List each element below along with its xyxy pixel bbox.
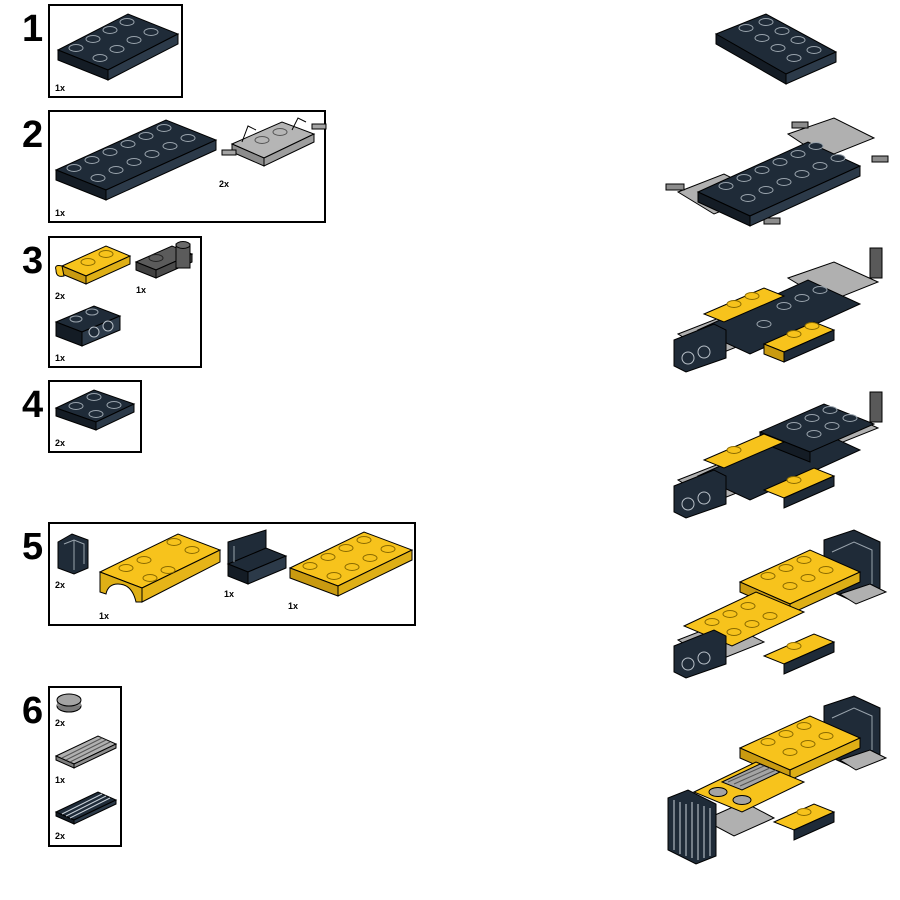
plate-1x2-pin-icon [134,241,194,279]
assembly-step-2 [665,117,889,227]
quantity-label: 1x [55,83,66,93]
step-number: 1 [22,8,44,50]
parts-list-box: 2x [48,380,142,453]
panel-corner-icon [57,533,89,575]
plate-2x2-icon [54,389,136,431]
quantity-label: 2x [55,438,66,448]
step-number: 6 [22,690,44,732]
plate-1x2-clip-icon [55,245,132,285]
assembly-step-4 [673,391,883,519]
parts-list-box: 1x [48,4,183,98]
quantity-label: 1x [288,601,299,611]
quantity-label: 1x [55,775,66,785]
quantity-label: 2x [55,718,66,728]
quantity-label: 2x [55,831,66,841]
step-number: 5 [22,526,44,568]
plate-2x4-icon [56,13,180,81]
plate-2x4-yellow-icon [288,531,414,597]
parts-list-box: 2x 1x 1x 1x [48,522,416,626]
assembly-step-6 [667,695,888,865]
assembly-step-1 [714,13,838,85]
quantity-label: 1x [55,353,66,363]
mudguard-plate-icon [98,533,222,603]
quantity-label: 2x [55,580,66,590]
quantity-label: 1x [99,611,110,621]
assembly-step-5 [673,529,888,679]
quantity-label: 1x [55,208,66,218]
parts-list-box: 2x 1x 2x [48,686,122,847]
parts-list-box: 2x 1x 1x [48,236,202,368]
step-number: 3 [22,240,44,282]
round-tile-icon [56,693,82,713]
step-number: 4 [22,384,44,426]
seat-icon [226,529,288,585]
wheel-holder-plate-icon [221,117,327,167]
quantity-label: 2x [219,179,230,189]
grille-tile-icon [54,791,118,825]
quantity-label: 2x [55,291,66,301]
quantity-label: 1x [224,589,235,599]
grille-tile-icon [54,735,118,769]
quantity-label: 1x [136,285,147,295]
step-number: 2 [22,114,44,156]
assembly-step-3 [673,247,883,373]
brick-1x2-studs-side-icon [54,305,122,347]
parts-list-box: 1x 2x [48,110,327,223]
plate-2x6-icon [54,119,218,201]
